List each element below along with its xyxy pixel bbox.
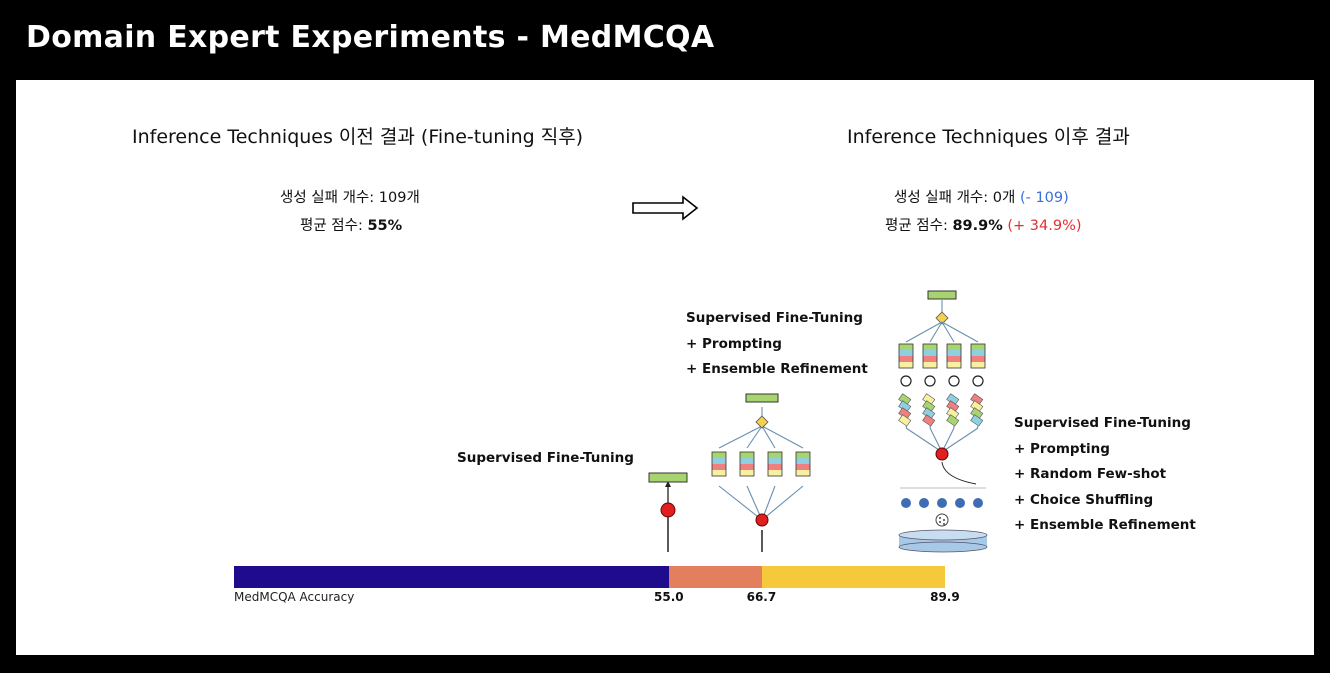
label-full-method: Supervised Fine-Tuning + Prompting + Ran… <box>1014 415 1196 533</box>
x-axis-label: MedMCQA Accuracy <box>234 590 355 604</box>
bar-segment-full <box>761 566 946 588</box>
sft-diagram <box>648 472 688 552</box>
full-method-diagram <box>894 290 994 553</box>
page-title: Domain Expert Experiments - MedMCQA <box>26 20 715 55</box>
prompting-ensemble-diagram <box>711 393 811 552</box>
bar-segment-prompting <box>669 566 762 588</box>
tick-label: 89.9 <box>930 590 960 604</box>
before-score: 평균 점수: 55% <box>300 218 403 234</box>
examples-icon <box>901 498 983 508</box>
after-score: 평균 점수: 89.9% (+ 34.9%) <box>885 218 1082 234</box>
bar-segment-sft <box>234 566 670 588</box>
database-icon <box>898 529 988 553</box>
arrow-right-icon <box>632 195 699 221</box>
doc-stack <box>711 451 811 477</box>
tick-label: 66.7 <box>746 590 777 604</box>
before-heading: Inference Techniques 이전 결과 (Fine-tuning … <box>132 126 584 148</box>
tick-label: 55.0 <box>654 590 684 604</box>
label-sft: Supervised Fine-Tuning <box>457 450 634 466</box>
after-fail-count: 생성 실패 개수: 0개 (- 109) <box>894 190 1069 206</box>
before-fail-count: 생성 실패 개수: 109개 <box>280 190 420 206</box>
label-sft-prompting: Supervised Fine-Tuning + Prompting + Ens… <box>686 310 868 377</box>
content-panel: Inference Techniques 이전 결과 (Fine-tuning … <box>16 80 1314 655</box>
dice-icon <box>935 513 949 527</box>
after-heading: Inference Techniques 이후 결과 <box>847 126 1130 148</box>
shuffle-icon <box>900 375 984 387</box>
